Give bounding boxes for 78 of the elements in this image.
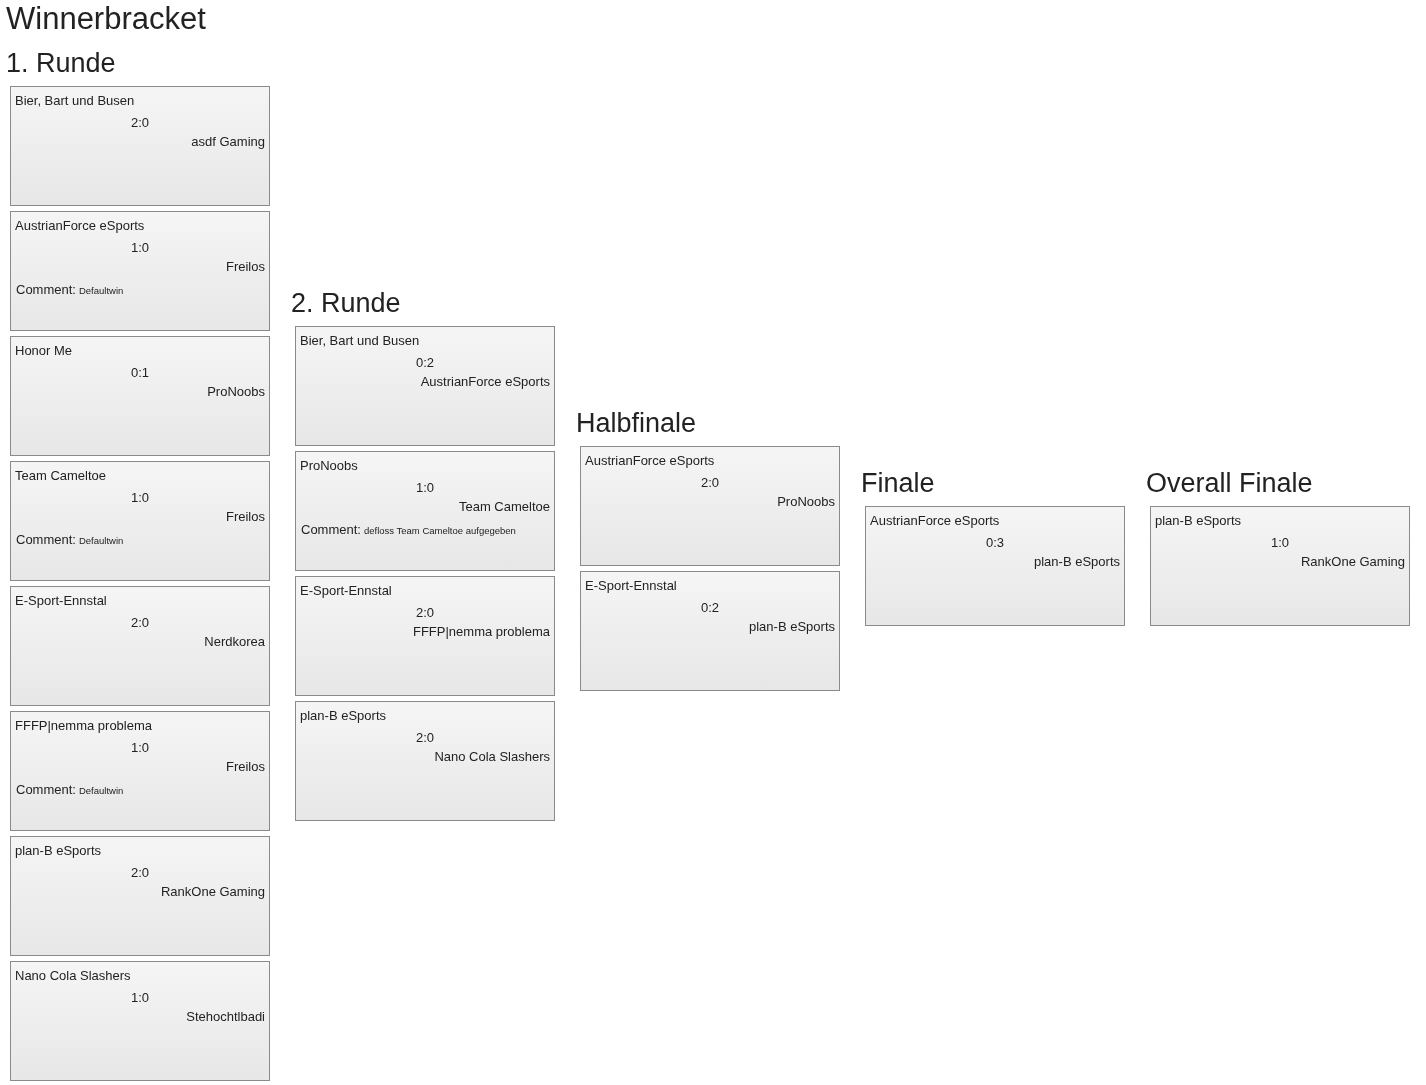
match-card bbox=[10, 836, 270, 956]
match-score: 2:0 bbox=[131, 615, 150, 631]
team-name: asdf Gaming bbox=[191, 134, 265, 150]
comment-label: Comment: bbox=[16, 532, 76, 548]
match-score: 1:0 bbox=[131, 490, 150, 506]
team-name: Nano Cola Slashers bbox=[15, 968, 131, 984]
team-name: AustrianForce eSports bbox=[420, 374, 550, 390]
comment-text: Defaultwin bbox=[78, 535, 124, 547]
match-score: 1:0 bbox=[131, 740, 150, 756]
team-name: Stehochtlbadi bbox=[186, 1009, 265, 1025]
match-card bbox=[295, 701, 555, 821]
match-score: 0:1 bbox=[131, 365, 150, 381]
match-card bbox=[10, 211, 270, 331]
team-name: plan-B eSports bbox=[1155, 513, 1241, 529]
team-name: plan-B eSports bbox=[15, 843, 101, 859]
comment-label: Comment: bbox=[16, 282, 76, 298]
comment-text: defloss Team Cameltoe aufgegeben bbox=[363, 525, 516, 537]
match-card bbox=[295, 451, 555, 571]
match-card bbox=[10, 711, 270, 831]
team-name: Team Cameltoe bbox=[15, 468, 107, 484]
match-card bbox=[865, 506, 1125, 626]
team-name: Freilos bbox=[226, 759, 265, 775]
match-score: 0:2 bbox=[701, 600, 720, 616]
match-card bbox=[1150, 506, 1410, 626]
round-heading: Finale bbox=[861, 467, 935, 499]
match-score: 2:0 bbox=[131, 115, 150, 131]
match-card bbox=[10, 586, 270, 706]
team-name: plan-B eSports bbox=[749, 619, 835, 635]
match-score: 2:0 bbox=[416, 605, 435, 621]
match-card bbox=[295, 576, 555, 696]
team-name: Freilos bbox=[226, 509, 265, 525]
match-card bbox=[580, 446, 840, 566]
match-score: 1:0 bbox=[131, 240, 150, 256]
team-name: Nerdkorea bbox=[204, 634, 265, 650]
team-name: plan-B eSports bbox=[300, 708, 386, 724]
team-name: Team Cameltoe bbox=[458, 499, 550, 515]
team-name: FFFP|nemma problema bbox=[15, 718, 153, 734]
round-heading: 2. Runde bbox=[291, 287, 401, 319]
bracket-title: Winnerbracket bbox=[6, 1, 206, 37]
match-score: 2:0 bbox=[416, 730, 435, 746]
team-name: Honor Me bbox=[15, 343, 73, 359]
team-name: Nano Cola Slashers bbox=[434, 749, 550, 765]
comment-text: Defaultwin bbox=[78, 285, 124, 297]
round-heading: 1. Runde bbox=[6, 47, 116, 79]
round-heading: Halbfinale bbox=[576, 407, 697, 439]
match-score: 1:0 bbox=[416, 480, 435, 496]
team-name: ProNoobs bbox=[777, 494, 835, 510]
match-score: 1:0 bbox=[131, 990, 150, 1006]
match-card bbox=[580, 571, 840, 691]
team-name: AustrianForce eSports bbox=[15, 218, 145, 234]
comment-text: Defaultwin bbox=[78, 785, 124, 797]
team-name: ProNoobs bbox=[207, 384, 265, 400]
match-card bbox=[10, 461, 270, 581]
team-name: E-Sport-Ennstal bbox=[585, 578, 677, 594]
match-card bbox=[10, 336, 270, 456]
team-name: plan-B eSports bbox=[1034, 554, 1120, 570]
team-name: Bier, Bart und Busen bbox=[300, 333, 420, 349]
team-name: RankOne Gaming bbox=[1300, 554, 1405, 570]
comment-label: Comment: bbox=[16, 782, 76, 798]
match-card bbox=[10, 86, 270, 206]
team-name: ProNoobs bbox=[300, 458, 358, 474]
comment-label: Comment: bbox=[301, 522, 361, 538]
match-card bbox=[295, 326, 555, 446]
match-score: 2:0 bbox=[131, 865, 150, 881]
team-name: RankOne Gaming bbox=[160, 884, 265, 900]
team-name: Bier, Bart und Busen bbox=[15, 93, 135, 109]
team-name: AustrianForce eSports bbox=[870, 513, 1000, 529]
match-score: 2:0 bbox=[701, 475, 720, 491]
team-name: E-Sport-Ennstal bbox=[15, 593, 107, 609]
match-score: 0:2 bbox=[416, 355, 435, 371]
match-score: 1:0 bbox=[1271, 535, 1290, 551]
team-name: FFFP|nemma problema bbox=[412, 624, 550, 640]
team-name: AustrianForce eSports bbox=[585, 453, 715, 469]
team-name: Freilos bbox=[226, 259, 265, 275]
match-card bbox=[10, 961, 270, 1081]
round-heading: Overall Finale bbox=[1146, 467, 1313, 499]
match-score: 0:3 bbox=[986, 535, 1005, 551]
team-name: E-Sport-Ennstal bbox=[300, 583, 392, 599]
